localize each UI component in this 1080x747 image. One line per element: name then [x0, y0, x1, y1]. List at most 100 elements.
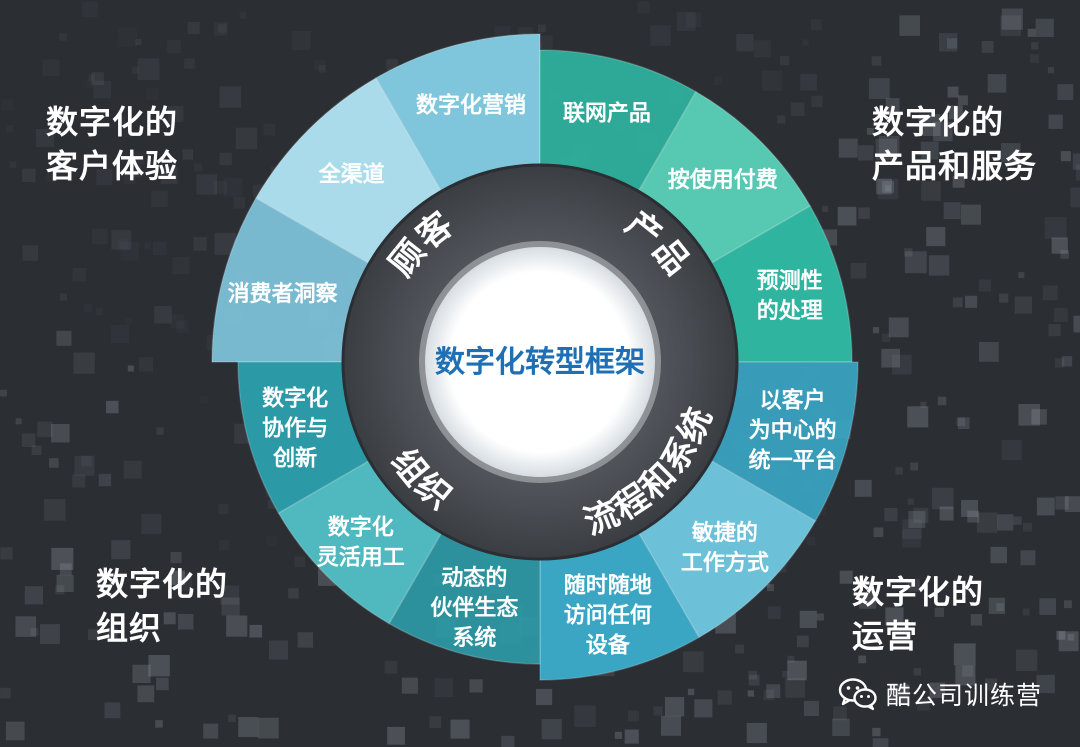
background-pixel	[132, 66, 139, 74]
background-pixel	[785, 678, 805, 698]
background-pixel	[850, 263, 867, 279]
watermark-text: 酷公司训练营	[886, 681, 1043, 710]
segment-label: 数字化灵活用工	[317, 514, 405, 570]
background-pixel	[213, 180, 227, 194]
background-pixel	[1018, 404, 1040, 426]
background-pixel	[1013, 516, 1022, 525]
background-pixel	[904, 248, 913, 257]
background-pixel	[976, 512, 998, 533]
background-pixel	[803, 700, 819, 716]
background-pixel	[799, 610, 817, 628]
background-pixel	[1067, 634, 1075, 641]
background-pixel	[891, 354, 912, 375]
background-pixel	[683, 651, 704, 673]
background-pixel	[884, 508, 898, 522]
background-pixel	[1051, 237, 1068, 254]
background-pixel	[885, 98, 900, 112]
background-pixel	[55, 585, 65, 595]
background-pixel	[88, 629, 99, 640]
background-pixel	[653, 706, 663, 716]
background-pixel	[1072, 153, 1080, 170]
background-pixel	[214, 22, 228, 36]
background-pixel	[1060, 250, 1069, 259]
background-pixel	[888, 317, 909, 338]
background-pixel	[661, 715, 681, 736]
background-pixel	[384, 660, 398, 674]
background-pixel	[83, 303, 93, 313]
background-pixel	[1020, 550, 1036, 566]
background-pixel	[178, 614, 194, 630]
background-pixel	[838, 138, 858, 158]
background-pixel	[985, 678, 997, 691]
background-pixel	[970, 614, 983, 626]
corner-label-customer-experience: 数字化的 客户体验	[46, 100, 178, 188]
background-pixel	[967, 510, 980, 523]
background-pixel	[104, 702, 121, 719]
background-pixel	[779, 55, 790, 66]
background-pixel	[123, 460, 142, 479]
background-pixel	[111, 229, 132, 250]
background-pixel	[72, 474, 86, 488]
background-pixel	[129, 165, 141, 178]
background-pixel	[288, 588, 299, 599]
background-pixel	[1060, 151, 1071, 162]
background-pixel	[987, 74, 1007, 93]
background-pixel	[876, 178, 892, 195]
background-pixel	[790, 102, 805, 116]
background-pixel	[859, 591, 877, 609]
ring-border	[341, 163, 739, 561]
background-pixel	[839, 570, 853, 584]
background-pixel	[1039, 598, 1056, 615]
background-pixel	[132, 664, 151, 683]
background-pixel	[650, 25, 671, 46]
background-pixel	[139, 357, 154, 372]
background-pixel	[170, 314, 185, 329]
background-pixel	[151, 190, 168, 207]
background-pixel	[999, 293, 1009, 303]
background-pixel	[59, 33, 67, 41]
background-pixel	[219, 86, 242, 108]
background-pixel	[766, 684, 781, 699]
background-pixel	[314, 59, 326, 71]
background-pixel	[1073, 315, 1080, 333]
background-pixel	[881, 333, 891, 343]
segment-label: 按使用付费	[668, 167, 778, 193]
background-pixel	[72, 267, 87, 282]
background-pixel	[221, 597, 240, 616]
background-pixel	[96, 169, 113, 186]
background-pixel	[1048, 324, 1061, 337]
background-pixel	[541, 719, 562, 740]
background-pixel	[1058, 631, 1079, 652]
background-pixel	[170, 552, 182, 564]
background-pixel	[833, 706, 847, 721]
background-pixel	[902, 519, 922, 540]
background-pixel	[501, 735, 515, 747]
background-pixel	[35, 129, 54, 148]
background-pixel	[939, 506, 954, 521]
background-pixel	[196, 174, 217, 195]
background-pixel	[30, 628, 39, 636]
watermark: 酷公司训练营	[838, 672, 1042, 716]
background-pixel	[1030, 54, 1039, 64]
background-pixel	[858, 207, 870, 219]
background-pixel	[42, 59, 60, 77]
background-pixel	[235, 127, 258, 149]
background-pixel	[450, 719, 470, 739]
corner-label-line: 数字化的	[852, 573, 985, 611]
background-pixel	[81, 455, 92, 467]
background-pixel	[958, 95, 968, 106]
background-pixel	[386, 59, 398, 71]
background-pixel	[931, 487, 954, 510]
background-pixel	[120, 241, 140, 261]
background-pixel	[797, 635, 809, 648]
background-pixel	[816, 613, 824, 621]
background-pixel	[74, 455, 95, 476]
background-pixel	[810, 19, 822, 31]
background-pixel	[875, 138, 897, 161]
background-pixel	[233, 197, 245, 209]
background-pixel	[239, 11, 247, 19]
corner-label-line: 客户体验	[46, 147, 179, 185]
background-pixel	[56, 330, 72, 346]
background-pixel	[1035, 18, 1054, 37]
background-pixel	[59, 563, 72, 576]
